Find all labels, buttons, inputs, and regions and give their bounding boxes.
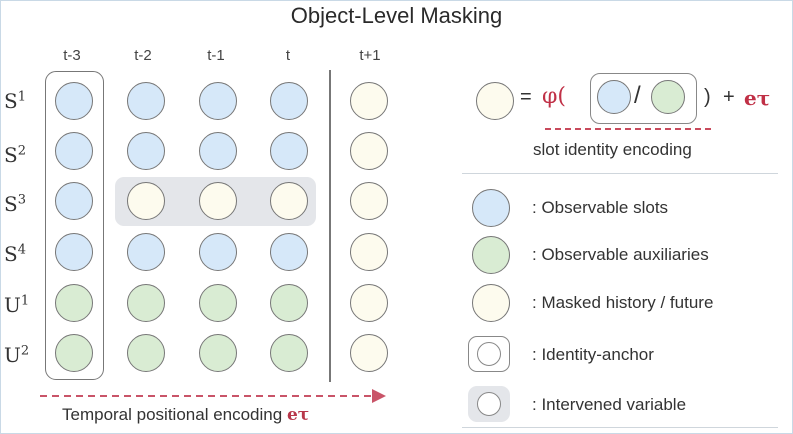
node-observable-r3-c0	[55, 233, 93, 271]
row-label-s1: S1	[4, 89, 26, 113]
legend-observable-label: : Observable slots	[532, 198, 669, 217]
row-label-s3: S3	[4, 192, 26, 216]
node-masked-r2-c1	[127, 182, 165, 220]
node-observable-r0-c0	[55, 82, 93, 120]
legend-anchor-node	[477, 342, 501, 366]
node-masked-r4-c4	[350, 284, 388, 322]
node-observable-r1-c2	[199, 132, 237, 170]
equation-slash: /	[634, 82, 641, 109]
legend-divider-top	[462, 173, 778, 174]
column-label-t-3: t-3	[63, 47, 81, 64]
column-label-t-1: t-1	[207, 47, 225, 64]
row-label-s2: S2	[4, 143, 26, 167]
future-divider	[329, 70, 331, 382]
temporal-arrow	[40, 389, 386, 403]
column-label-t+1: t+1	[359, 47, 381, 64]
node-auxiliary-r4-c2	[199, 284, 237, 322]
node-observable-r0-c2	[199, 82, 237, 120]
node-masked-r2-c4	[350, 182, 388, 220]
node-observable-r3-c1	[127, 233, 165, 271]
node-observable-r3-c3	[270, 233, 308, 271]
legend-auxiliary-label: : Observable auxiliaries	[532, 245, 709, 264]
legend-masked-label: : Masked history / future	[532, 293, 714, 312]
node-auxiliary-r5-c1	[127, 334, 165, 372]
legend-auxiliary-swatch	[472, 236, 510, 274]
legend-divider-bottom	[462, 427, 778, 428]
node-masked-r3-c4	[350, 233, 388, 271]
node-observable-r2-c0	[55, 182, 93, 220]
figure-title: Object-Level Masking	[290, 3, 503, 28]
legend-anchor-label: : Identity-anchor	[532, 345, 654, 364]
node-observable-r0-c1	[127, 82, 165, 120]
column-label-t: t	[285, 47, 291, 64]
temporal-encoding-label: Temporal positional encoding eτ	[62, 405, 310, 425]
legend-intervened-label: : Intervened variable	[532, 395, 687, 414]
row-label-u1: U1	[4, 293, 30, 317]
equation-close-paren: )	[704, 86, 711, 108]
equation-auxiliary-node	[651, 80, 685, 114]
equation-observable-node	[597, 80, 631, 114]
node-auxiliary-r4-c3	[270, 284, 308, 322]
node-masked-r5-c4	[350, 334, 388, 372]
node-auxiliary-r5-c0	[55, 334, 93, 372]
equation-equals: =	[520, 86, 532, 108]
equation-e-tau: eτ	[744, 86, 771, 110]
node-observable-r3-c2	[199, 233, 237, 271]
node-observable-r1-c0	[55, 132, 93, 170]
slot-choice-box	[590, 73, 697, 124]
node-observable-r0-c3	[270, 82, 308, 120]
slot-identity-underline	[545, 128, 715, 130]
node-auxiliary-r4-c1	[127, 284, 165, 322]
legend-anchor-swatch	[468, 336, 510, 372]
slot-identity-label: slot identity encoding	[533, 140, 692, 159]
column-label-t-2: t-2	[134, 47, 152, 64]
row-label-s4: S4	[4, 242, 26, 266]
node-masked-r1-c4	[350, 132, 388, 170]
identity-anchor-box	[45, 71, 104, 380]
legend-masked-swatch	[472, 284, 510, 322]
temporal-encoding-symbol: eτ	[286, 405, 310, 425]
node-masked-r2-c2	[199, 182, 237, 220]
legend-intervened-node	[477, 392, 501, 416]
node-auxiliary-r5-c3	[270, 334, 308, 372]
legend-observable-swatch	[472, 189, 510, 227]
node-observable-r1-c3	[270, 132, 308, 170]
equation-masked-node	[476, 82, 514, 120]
node-auxiliary-r4-c0	[55, 284, 93, 322]
node-auxiliary-r5-c2	[199, 334, 237, 372]
row-label-u2: U2	[4, 343, 30, 367]
equation-plus: +	[723, 86, 735, 108]
node-observable-r1-c1	[127, 132, 165, 170]
node-masked-r2-c3	[270, 182, 308, 220]
equation-phi: φ(	[542, 84, 566, 109]
node-masked-r0-c4	[350, 82, 388, 120]
